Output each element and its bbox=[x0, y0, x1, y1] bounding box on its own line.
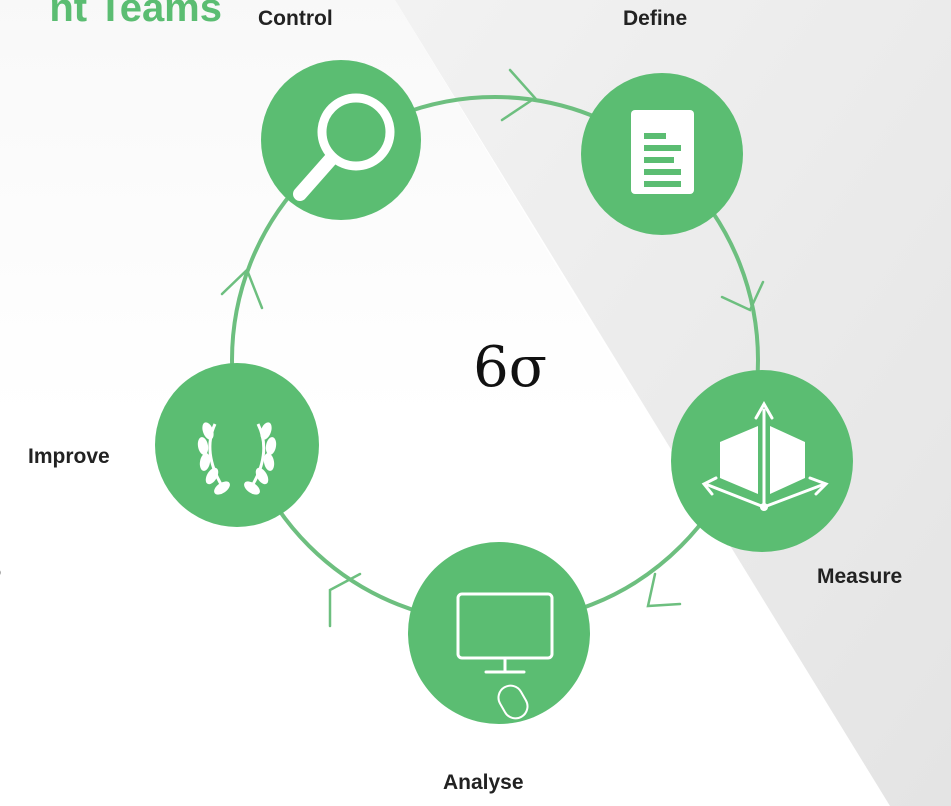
six-sigma-symbol: 6σ bbox=[473, 335, 547, 400]
step-node-measure[interactable] bbox=[671, 370, 853, 552]
cycle-arrows bbox=[220, 68, 765, 628]
laurel-wreath-icon bbox=[197, 422, 277, 495]
arrow-improve-control bbox=[220, 267, 264, 310]
arrow-measure-analyse bbox=[646, 572, 682, 608]
step-label-analyse: Analyse bbox=[443, 771, 524, 794]
step-node-analyse[interactable] bbox=[408, 542, 590, 724]
heading-fragment: nt Teams bbox=[49, 0, 222, 30]
step-node-control[interactable] bbox=[261, 60, 421, 220]
step-node-define[interactable] bbox=[581, 73, 743, 235]
step-label-measure: Measure bbox=[817, 565, 903, 588]
arrow-analyse-improve bbox=[328, 572, 362, 628]
arrow-define-measure bbox=[720, 280, 765, 312]
document-icon bbox=[631, 110, 694, 194]
left-text-fragment: s bbox=[0, 540, 20, 590]
step-label-control: Control bbox=[258, 7, 333, 30]
step-node-improve[interactable] bbox=[155, 363, 319, 527]
magnifier-icon bbox=[293, 93, 395, 201]
box-axes-icon bbox=[701, 400, 829, 511]
step-label-improve: Improve bbox=[28, 445, 110, 468]
step-label-define: Define bbox=[623, 7, 688, 30]
monitor-mouse-icon bbox=[456, 592, 554, 720]
arrow-control-define bbox=[500, 68, 537, 122]
